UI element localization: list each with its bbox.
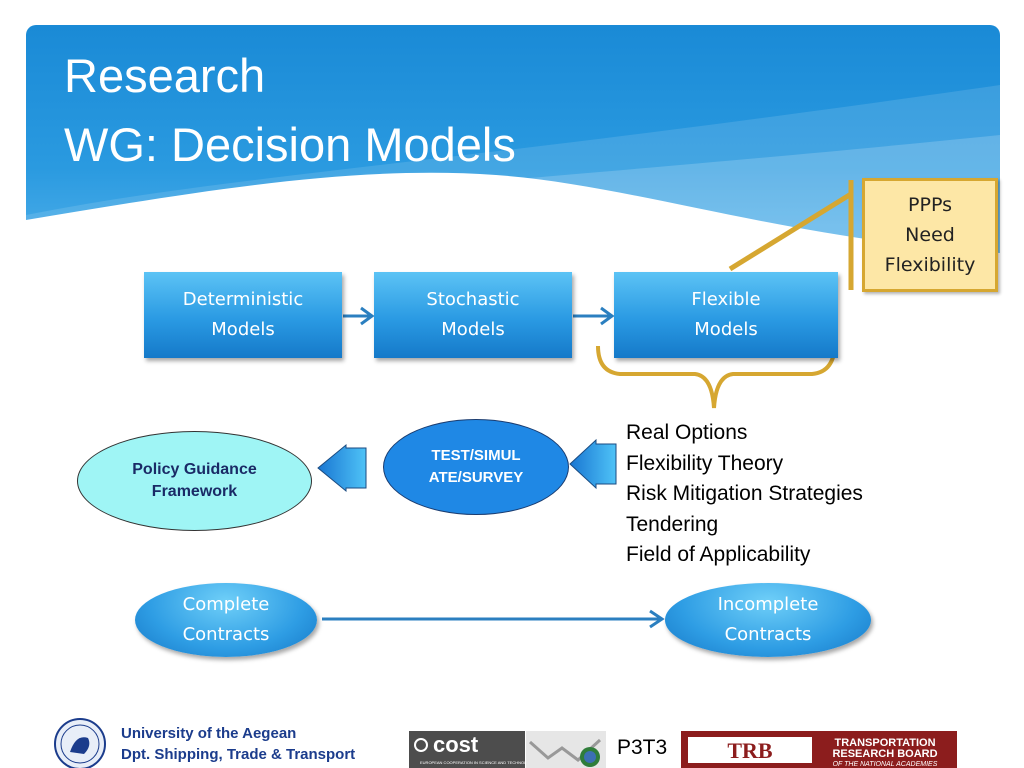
flexible-models-brace	[596, 341, 837, 409]
complete-contracts-label: Complete Contracts	[182, 594, 270, 645]
arrow-deterministic-to-stochastic	[343, 306, 375, 326]
policy-guidance-ellipse: Policy Guidance Framework	[77, 431, 312, 531]
project-code: P3T3	[617, 736, 668, 759]
incomplete-contracts-label: Incomplete Contracts	[717, 594, 819, 645]
slide-title-line1: Research	[64, 49, 266, 102]
list-item: Risk Mitigation Strategies	[626, 482, 863, 505]
header-banner	[26, 25, 1000, 285]
list-item: Real Options	[626, 421, 748, 444]
block-arrow-left-to-policy	[317, 443, 367, 493]
flexibility-topics-list: Real Options Flexibility Theory Risk Mit…	[626, 418, 863, 571]
slide-title-line2: WG: Decision Models	[64, 118, 516, 171]
stochastic-models-box: Stochastic Models	[374, 272, 572, 358]
ppps-callout-text: PPPs Need Flexibility	[884, 194, 976, 276]
block-arrow-left-to-test	[569, 438, 617, 490]
list-item: Tendering	[626, 512, 719, 536]
test-simulate-survey-label: TEST/SIMUL ATE/SURVEY	[428, 447, 524, 486]
arrow-complete-to-incomplete	[322, 609, 665, 629]
footer-university-text: University of the Aegean Dpt. Shipping, …	[121, 723, 355, 765]
callout-connector-line	[728, 191, 853, 272]
policy-guidance-label: Policy Guidance Framework	[132, 461, 257, 500]
deterministic-models-label: Deterministic Models	[182, 289, 304, 340]
footer-university-name: University of the Aegean	[121, 725, 297, 742]
flexible-models-label: Flexible Models	[691, 289, 761, 340]
test-simulate-survey-ellipse: TEST/SIMUL ATE/SURVEY	[383, 419, 569, 515]
header-wave-decoration	[26, 85, 1000, 285]
stochastic-models-label: Stochastic Models	[426, 289, 520, 340]
ppps-callout: PPPs Need Flexibility	[862, 178, 998, 292]
flexible-models-box: Flexible Models	[614, 272, 838, 358]
incomplete-contracts-ellipse: Incomplete Contracts	[665, 583, 871, 657]
list-item: Flexibility Theory	[626, 451, 784, 475]
deterministic-models-box: Deterministic Models	[144, 272, 342, 358]
arrow-stochastic-to-flexible	[573, 306, 615, 326]
list-item: Field of Applicability	[626, 543, 811, 566]
complete-contracts-ellipse: Complete Contracts	[135, 583, 317, 657]
footer-department-name: Dpt. Shipping, Trade & Transport	[121, 746, 356, 763]
